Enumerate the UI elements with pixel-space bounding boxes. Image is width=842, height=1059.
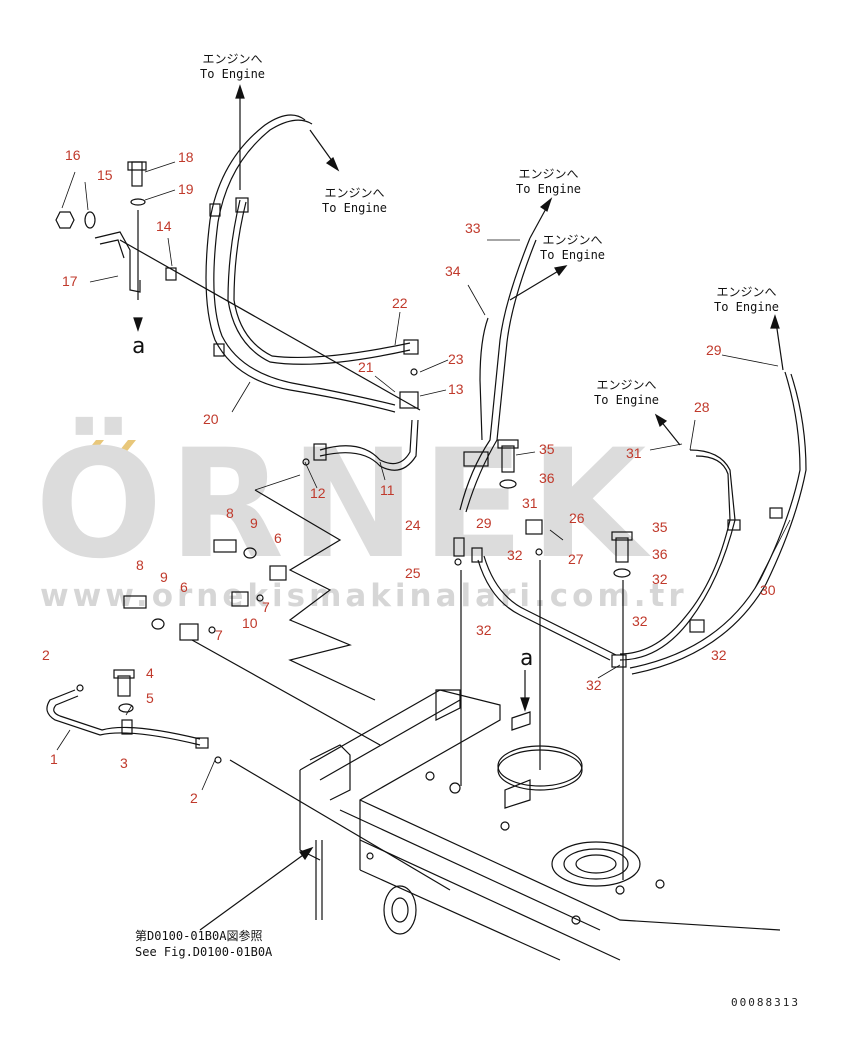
destination-en: To Engine — [540, 248, 606, 262]
destination-arrows — [199, 84, 784, 931]
destination-label: エンジンへ To Engine — [594, 378, 659, 408]
view-marker: a — [520, 646, 534, 671]
callout-number: 11 — [380, 482, 395, 498]
pipe-11 — [313, 419, 419, 471]
bracket-17 — [55, 161, 177, 293]
callout-number: 25 — [405, 565, 421, 581]
callout-number: 22 — [392, 295, 408, 311]
destination-jp: エンジンへ — [716, 285, 777, 299]
callout-number: 35 — [652, 519, 668, 535]
destination-en: To Engine — [594, 393, 660, 407]
callout-number: 33 — [465, 220, 481, 236]
callout-number: 35 — [539, 441, 555, 457]
destination-label: エンジンへ To Engine — [200, 52, 265, 82]
assembly-lines — [254, 489, 376, 701]
callout-number: 15 — [97, 167, 113, 183]
destination-en: To Engine — [200, 67, 266, 81]
callout-number: 32 — [711, 647, 727, 663]
callout-number: 32 — [652, 571, 668, 587]
callout-number: 29 — [476, 515, 492, 531]
destination-jp: エンジンへ — [324, 186, 385, 200]
reference-note-en: See Fig.D0100-01B0A — [135, 945, 273, 960]
destination-label: エンジンへ To Engine — [714, 285, 779, 315]
callout-number: 34 — [445, 263, 461, 279]
callout-leaders — [56, 161, 791, 791]
callout-number: 28 — [694, 399, 710, 415]
callout-number: 6 — [180, 579, 188, 595]
pipe-1 — [46, 689, 209, 749]
hose-20 — [205, 114, 419, 413]
callout-number: 5 — [146, 690, 154, 706]
chassis-frame — [299, 689, 781, 961]
destination-jp: エンジンへ — [542, 233, 603, 247]
callout-number: 12 — [310, 485, 326, 501]
callout-number: 24 — [405, 517, 421, 533]
callout-number: 2 — [190, 790, 198, 806]
callout-number: 32 — [507, 547, 523, 563]
callout-number: 31 — [522, 495, 538, 511]
callout-number: 32 — [632, 613, 648, 629]
callout-number: 36 — [539, 470, 555, 486]
callout-number: 32 — [476, 622, 492, 638]
destination-jp: エンジンへ — [596, 378, 657, 392]
document-number: 00088313 — [731, 996, 800, 1009]
reference-note: 第D0100-01B0A図参照 See Fig.D0100-01B0A — [135, 928, 272, 960]
destination-jp: エンジンへ — [518, 167, 579, 181]
destination-label: エンジンへ To Engine — [540, 233, 605, 263]
destination-en: To Engine — [516, 182, 582, 196]
callout-number: 19 — [178, 181, 194, 197]
callout-number: 9 — [250, 515, 258, 531]
callout-number: 18 — [178, 149, 194, 165]
destination-label: エンジンへ To Engine — [322, 186, 387, 216]
callout-number: 3 — [120, 755, 128, 771]
destination-label: エンジンへ To Engine — [516, 167, 581, 197]
callout-number: 9 — [160, 569, 168, 585]
callout-number: 30 — [760, 582, 776, 598]
callout-number: 2 — [42, 647, 50, 663]
callout-number: 36 — [652, 546, 668, 562]
callout-number: 21 — [358, 359, 374, 375]
callout-number: 32 — [586, 677, 602, 693]
callout-number: 7 — [262, 599, 270, 615]
callout-number: 13 — [448, 381, 464, 397]
o-rings — [76, 368, 543, 764]
callout-number: 27 — [568, 551, 584, 567]
callout-number: 16 — [65, 147, 81, 163]
view-marker: a — [132, 334, 146, 359]
reference-note-jp: 第D0100-01B0A図参照 — [135, 929, 263, 943]
leader-lines — [119, 210, 624, 891]
callout-number: 8 — [226, 505, 234, 521]
callout-number: 14 — [156, 218, 172, 234]
callout-number: 4 — [146, 665, 154, 681]
callout-number: 8 — [136, 557, 144, 573]
tank-cover — [383, 711, 641, 935]
callout-number: 17 — [62, 273, 78, 289]
callout-number: 6 — [274, 530, 282, 546]
destination-en: To Engine — [714, 300, 780, 314]
hose-33-34 — [459, 237, 617, 661]
callout-number: 31 — [626, 445, 642, 461]
callout-number: 10 — [242, 615, 258, 631]
callout-number: 29 — [706, 342, 722, 358]
fittings — [113, 439, 633, 713]
callout-number: 26 — [569, 510, 585, 526]
destination-en: To Engine — [322, 201, 388, 215]
callout-number: 7 — [215, 627, 223, 643]
hose-28-29-30 — [611, 371, 807, 675]
callout-number: 1 — [50, 751, 58, 767]
callout-number: 20 — [203, 411, 219, 427]
callout-number: 23 — [448, 351, 464, 367]
destination-jp: エンジンへ — [202, 52, 263, 66]
